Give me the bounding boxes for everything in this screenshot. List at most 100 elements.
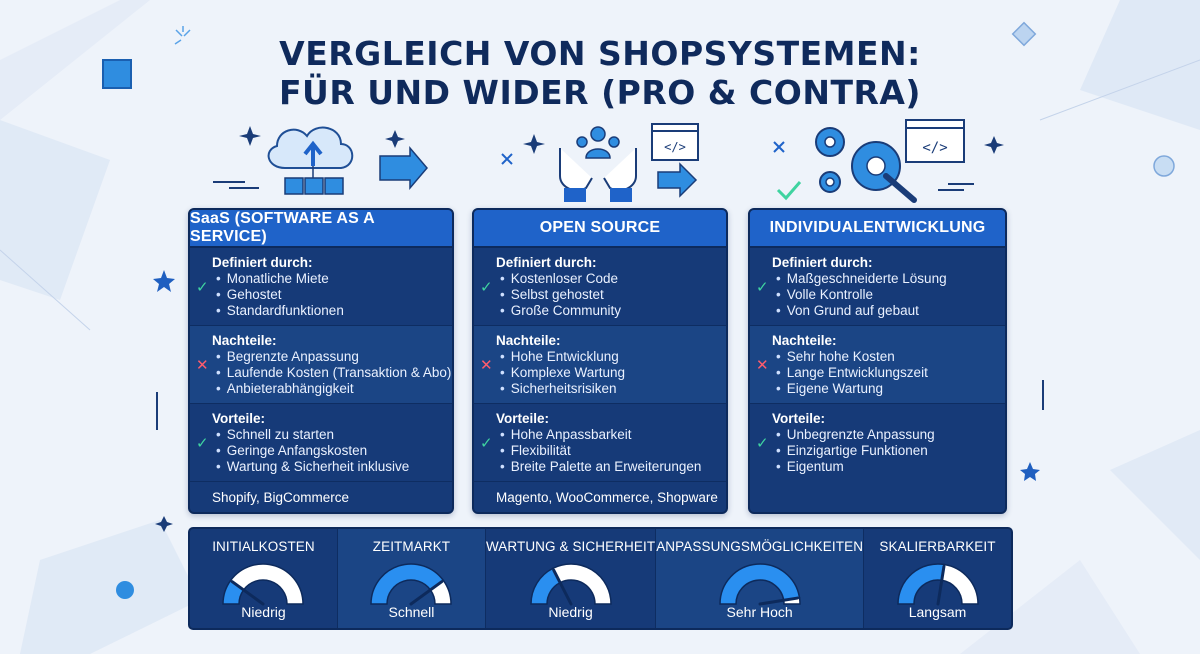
card-header-open-source: OPEN SOURCE: [474, 210, 726, 248]
gauge-needle: [936, 564, 945, 606]
check-icon: ✓: [480, 434, 493, 452]
list-item: Wartung & Sicherheit inklusive: [212, 459, 452, 475]
list-item: Monatliche Miete: [212, 271, 452, 287]
section-cons: ✕ Nachteile: Sehr hohe Kosten Lange Entw…: [750, 326, 1005, 404]
gauge-fill: [370, 563, 445, 605]
gauge-track: [551, 563, 612, 605]
section-defined: ✓ Definiert durch: Maßgeschneiderte Lösu…: [750, 248, 1005, 326]
metric-initial-costs: Initialkosten Niedrig: [190, 529, 338, 628]
gauge-icon: [529, 563, 612, 606]
list-item: Geringe Anfangskosten: [212, 443, 452, 459]
gauge-icon: [896, 563, 979, 606]
cross-icon: ✕: [480, 356, 493, 374]
title-line-1: VERGLEICH VON SHOPSYSTEMEN:: [279, 34, 921, 73]
section-title: Definiert durch:: [772, 255, 873, 270]
gauge-needle: [758, 596, 799, 606]
list-item: Hohe Anpassbarkeit: [496, 427, 726, 443]
list-item: Breite Palette an Erweiterungen: [496, 459, 726, 475]
list-item: Flexibilität: [496, 443, 726, 459]
section-pros: ✓ Vorteile: Schnell zu starten Geringe A…: [190, 404, 452, 482]
metric-label: Wartung & Sicherheit: [485, 539, 656, 554]
gauge-track: [230, 563, 305, 605]
list-item: Anbieterabhängigkeit: [212, 381, 452, 397]
card-individual: INDIVIDUALENTWICKLUNG ✓ Definiert durch:…: [748, 208, 1007, 514]
list-item: Lange Entwicklungszeit: [772, 365, 1005, 381]
card-header-saas: SaaS (SOFTWARE AS A SERVICE): [190, 210, 452, 248]
list-item: Volle Kontrolle: [772, 287, 1005, 303]
card-saas: SaaS (SOFTWARE AS A SERVICE) ✓ Definiert…: [188, 208, 454, 514]
svg-text:</>: </>: [922, 140, 947, 156]
check-icon: ✓: [196, 278, 209, 296]
metric-label: Initialkosten: [212, 539, 315, 554]
list-item: Maßgeschneiderte Lösung: [772, 271, 1005, 287]
metrics-bar: Initialkosten Niedrig Zeitmarkt Schnell …: [188, 527, 1013, 630]
section-title: Definiert durch:: [212, 255, 313, 270]
page-title: VERGLEICH VON SHOPSYSTEMEN: FÜR UND WIDE…: [0, 34, 1200, 112]
check-icon: ✓: [480, 278, 493, 296]
list-item: Hohe Entwicklung: [496, 349, 726, 365]
metric-label: Zeitmarkt: [372, 539, 451, 554]
list-item: Eigene Wartung: [772, 381, 1005, 397]
svg-text:</>: </>: [664, 140, 686, 154]
card-header-individual: INDIVIDUALENTWICKLUNG: [750, 210, 1005, 248]
metric-label: Anpassungsmöglichkeiten: [656, 539, 864, 554]
gauge-fill: [718, 563, 800, 605]
list-item: Sehr hohe Kosten: [772, 349, 1005, 365]
metric-customizability: Anpassungsmöglichkeiten Sehr Hoch: [656, 529, 865, 628]
cross-icon: ✕: [196, 356, 209, 374]
card-open-source: OPEN SOURCE ✓ Definiert durch: Kostenlos…: [472, 208, 728, 514]
metric-label: Skalierbarkeit: [879, 539, 996, 554]
gauge-needle: [409, 580, 444, 606]
cross-icon: ✕: [756, 356, 769, 374]
check-icon: ✓: [756, 434, 769, 452]
metric-value: Sehr Hoch: [726, 604, 793, 620]
gauge-track: [940, 563, 979, 605]
list-item: Eigentum: [772, 459, 1005, 475]
list-item: Von Grund auf gebaut: [772, 303, 1005, 319]
check-icon: ✓: [756, 278, 769, 296]
metric-scalability: Skalierbarkeit Langsam: [864, 529, 1011, 628]
list-item: Große Community: [496, 303, 726, 319]
card-examples: Magento, WooCommerce, Shopware: [496, 490, 718, 505]
list-item: Gehostet: [212, 287, 452, 303]
section-title: Nachteile:: [772, 333, 837, 348]
gauge-needle: [231, 580, 265, 606]
metric-value: Schnell: [388, 604, 435, 620]
metric-value: Niedrig: [241, 604, 286, 620]
section-defined: ✓ Definiert durch: Kostenloser Code Selb…: [474, 248, 726, 326]
list-item: Einzigartige Funktionen: [772, 443, 1005, 459]
metric-value: Langsam: [908, 604, 967, 620]
section-title: Nachteile:: [496, 333, 561, 348]
list-item: Laufende Kosten (Transaktion & Abo): [212, 365, 452, 381]
list-item: Standardfunktionen: [212, 303, 452, 319]
section-title: Vorteile:: [496, 411, 550, 426]
section-title: Nachteile:: [212, 333, 277, 348]
list-item: Unbegrenzte Anpassung: [772, 427, 1005, 443]
title-line-2: FÜR UND WIDER (PRO & CONTRA): [279, 73, 921, 112]
list-item: Sicherheitsrisiken: [496, 381, 726, 397]
section-pros: ✓ Vorteile: Unbegrenzte Anpassung Einzig…: [750, 404, 1005, 481]
gauge-needle: [551, 568, 573, 606]
list-item: Komplexe Wartung: [496, 365, 726, 381]
gauge-fill: [896, 563, 945, 605]
list-item: Selbst gehostet: [496, 287, 726, 303]
section-cons: ✕ Nachteile: Hohe Entwicklung Komplexe W…: [474, 326, 726, 404]
section-title: Vorteile:: [772, 411, 826, 426]
metric-value: Niedrig: [548, 604, 593, 620]
section-title: Definiert durch:: [496, 255, 597, 270]
list-item: Begrenzte Anpassung: [212, 349, 452, 365]
gauge-icon: [222, 563, 305, 606]
community-hands-icon: </>: [501, 123, 699, 202]
gears-code-icon: </>: [773, 119, 1004, 203]
gauge-icon: [370, 563, 453, 606]
metric-maintenance-security: Wartung & Sicherheit Niedrig: [485, 529, 657, 628]
section-title: Vorteile:: [212, 411, 266, 426]
section-pros: ✓ Vorteile: Hohe Anpassbarkeit Flexibili…: [474, 404, 726, 482]
check-icon: ✓: [196, 434, 209, 452]
cloud-upload-icon: [213, 126, 428, 195]
card-examples: Shopify, BigCommerce: [212, 490, 350, 505]
list-item: Kostenloser Code: [496, 271, 726, 287]
gauge-icon: [718, 563, 801, 606]
metric-time-to-market: Zeitmarkt Schnell: [337, 529, 486, 628]
list-item: Schnell zu starten: [212, 427, 452, 443]
